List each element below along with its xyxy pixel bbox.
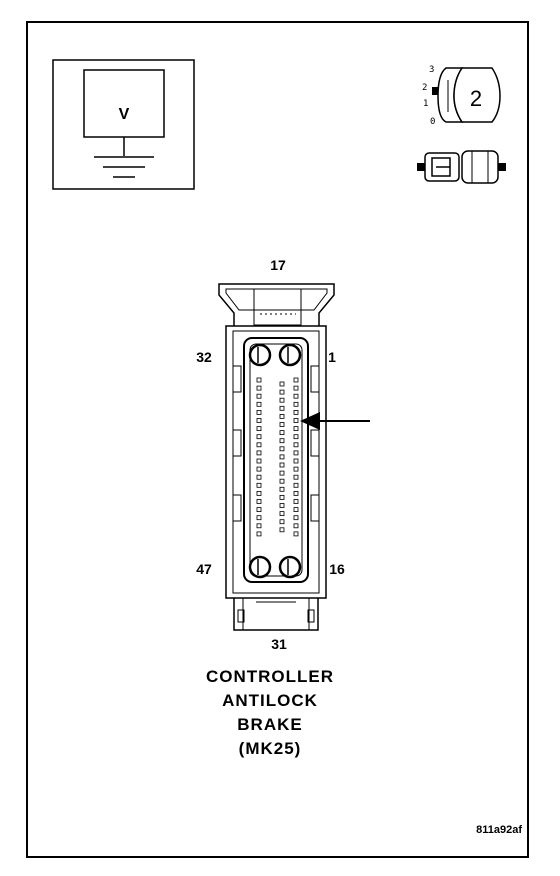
dial-position-2: 2: [422, 83, 427, 93]
meter-box: [83, 69, 165, 138]
caption-line-3: BRAKE: [237, 715, 302, 734]
pin-cavity: [256, 482, 262, 488]
meter-panel-border: [52, 59, 195, 190]
pin-cavity: [293, 515, 299, 521]
pin-cavity: [279, 405, 285, 411]
pin-cavity: [293, 482, 299, 488]
pin-cavity: [279, 413, 285, 419]
pin-cavity: [279, 519, 285, 525]
dial-position-3: 3: [429, 65, 434, 75]
dial-active-value: 2: [470, 86, 482, 111]
pin-cavity: [279, 494, 285, 500]
pin-cavity: [279, 454, 285, 460]
pin-label-top-left: 32: [196, 349, 212, 365]
pin-cavity: [256, 426, 262, 432]
pin-cavity: [293, 442, 299, 448]
pin-cavity: [293, 434, 299, 440]
pin-cavity: [293, 426, 299, 432]
pin-cavity: [279, 438, 285, 444]
figure-id: 811a92af: [476, 824, 522, 836]
component-caption: CONTROLLER ANTILOCK BRAKE (MK25): [206, 667, 334, 758]
pin-cavity: [293, 523, 299, 529]
screw-bottom-left: [248, 555, 272, 579]
selector-dial-icon: 3 2 1 0 2: [422, 65, 501, 127]
pin-cavity: [279, 478, 285, 484]
pin-cavity: [256, 507, 262, 513]
pin-cavity: [256, 434, 262, 440]
pin-cavity: [256, 385, 262, 391]
pin-cavity: [256, 442, 262, 448]
pin-cavity: [293, 393, 299, 399]
pin-cavity: [293, 377, 299, 383]
meter-symbol: V: [119, 106, 130, 123]
pin-cavity: [279, 381, 285, 387]
pin-cavity: [279, 389, 285, 395]
connector-bottom-latch: [233, 598, 319, 631]
screw-top-right: [278, 343, 302, 367]
pin-cavity: [256, 515, 262, 521]
pin-cavity: [293, 450, 299, 456]
pin-label-top-right: 1: [328, 349, 336, 365]
pin-cavity: [293, 507, 299, 513]
pin-cavity: [256, 531, 262, 537]
pin-cavity: [279, 527, 285, 533]
pin-cavity: [256, 458, 262, 464]
pin-cavity: [279, 511, 285, 517]
pin-cavity: [256, 523, 262, 529]
pin-cavity: [279, 422, 285, 427]
pin-cavity: [293, 474, 299, 480]
pin-cavity: [293, 385, 299, 391]
pin-cavity: [279, 397, 285, 403]
pin-cavity: [256, 450, 262, 456]
meter-panel: V: [52, 59, 195, 190]
pin-cavity: [279, 446, 285, 452]
screw-bottom-right: [278, 555, 302, 579]
pin-label-bottom: 31: [271, 636, 287, 652]
pin-cavity: [293, 531, 299, 537]
pin-cavity: [279, 470, 285, 476]
pin-cavity: [293, 418, 299, 423]
pin-cavity: [279, 486, 285, 492]
connector-cavity: [243, 337, 309, 583]
connector-diagram: 17 32 1 47 16 31: [196, 257, 345, 652]
pin-label-bottom-right: 16: [329, 561, 345, 577]
pin-cavity: [256, 401, 262, 407]
caption-line-1: CONTROLLER: [206, 667, 334, 686]
pin-cavity: [293, 499, 299, 504]
pin-cavity: [256, 409, 262, 415]
pin-cavity: [293, 401, 299, 407]
pin-cavity: [293, 490, 299, 496]
pin-cavity: [256, 466, 262, 472]
pin-cavity: [293, 466, 299, 472]
pin-cavity: [293, 458, 299, 464]
pin-label-bottom-left: 47: [196, 561, 212, 577]
ground-icon: [94, 137, 154, 178]
pin-cavity: [256, 474, 262, 480]
caption-line-4: (MK25): [239, 739, 302, 758]
pin-cavity: [256, 393, 262, 399]
dial-position-1: 1: [423, 99, 428, 109]
pin-grid: [256, 377, 299, 537]
pointer-arrow: [300, 412, 370, 430]
probe-icon: [417, 150, 506, 184]
dial-position-0: 0: [430, 117, 435, 127]
pin-cavity: [256, 377, 262, 383]
pin-cavity: [256, 499, 262, 504]
pin-cavity: [279, 430, 285, 436]
pin-cavity: [279, 503, 285, 508]
outer-frame: [26, 21, 529, 858]
pin-cavity: [256, 490, 262, 496]
screw-top-left: [248, 343, 272, 367]
pin-cavity: [279, 462, 285, 468]
caption-line-2: ANTILOCK: [222, 691, 318, 710]
pin-cavity: [256, 418, 262, 423]
pin-label-top: 17: [270, 257, 286, 273]
pin-cavity: [293, 409, 299, 415]
